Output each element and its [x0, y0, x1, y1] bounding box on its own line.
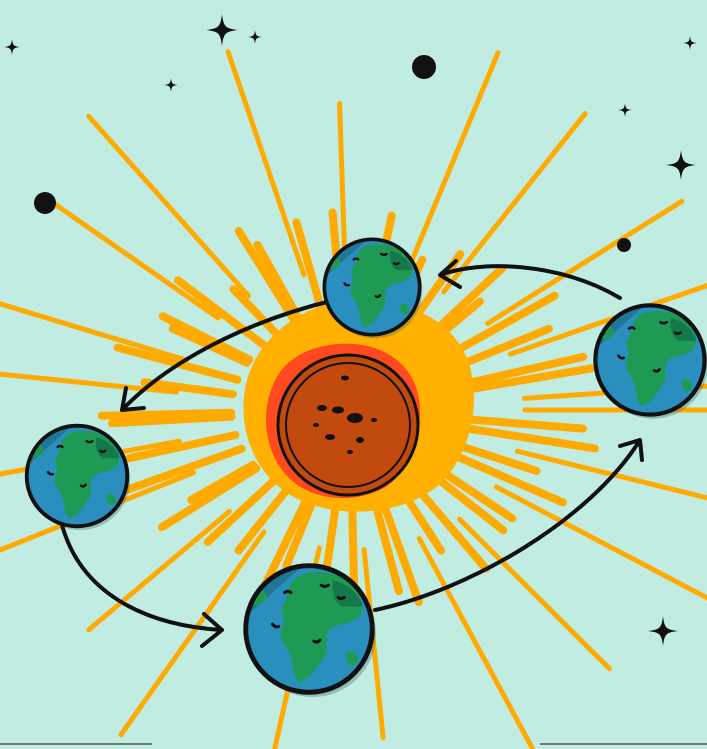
sun-icon	[278, 355, 418, 495]
dot-icon	[412, 55, 436, 79]
dot-icon	[617, 238, 631, 252]
earth-globe-icon	[27, 426, 130, 530]
earth-globe-icon	[246, 566, 376, 697]
dot-icon	[34, 192, 56, 214]
earth-globe-icon	[324, 239, 422, 338]
earth-globe-icon	[595, 305, 707, 418]
sun-ray	[102, 413, 232, 416]
